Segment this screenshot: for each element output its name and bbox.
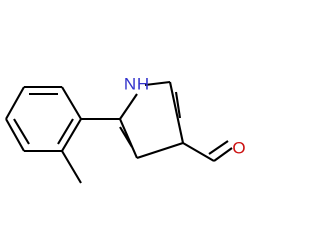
structure-diagram: N H O	[5, 75, 246, 184]
bond-ar6-ar1	[61, 118, 82, 152]
molecule-drawing: N H O	[5, 75, 246, 184]
atom-label-o: O	[232, 139, 245, 158]
bond-c4-c5	[119, 118, 138, 159]
atom-label-nh-h: H	[137, 75, 149, 94]
atom-label-nh-n: N	[124, 75, 136, 94]
bond-ar1-ar2	[61, 86, 82, 120]
bond-c2-c3	[168, 81, 185, 144]
bond-c2-c3-inner	[174, 91, 182, 119]
bond-c3-c4	[136, 142, 184, 159]
bond-ar3-ar4	[5, 86, 25, 120]
bond-c5-n1	[119, 93, 138, 120]
bond-cho-o	[213, 147, 233, 162]
bond-c3-cho	[182, 142, 215, 162]
bond-ar6-methyl	[61, 150, 82, 184]
bond-n1-c2	[144, 80, 171, 87]
bond-ar4-ar5	[5, 118, 25, 152]
bond-cho-o-double	[208, 140, 229, 155]
bond-ar6-ar1-inner	[57, 118, 74, 145]
bond-c4-c5-inner	[119, 126, 133, 148]
bond-ar4-ar5-inner	[13, 118, 30, 145]
